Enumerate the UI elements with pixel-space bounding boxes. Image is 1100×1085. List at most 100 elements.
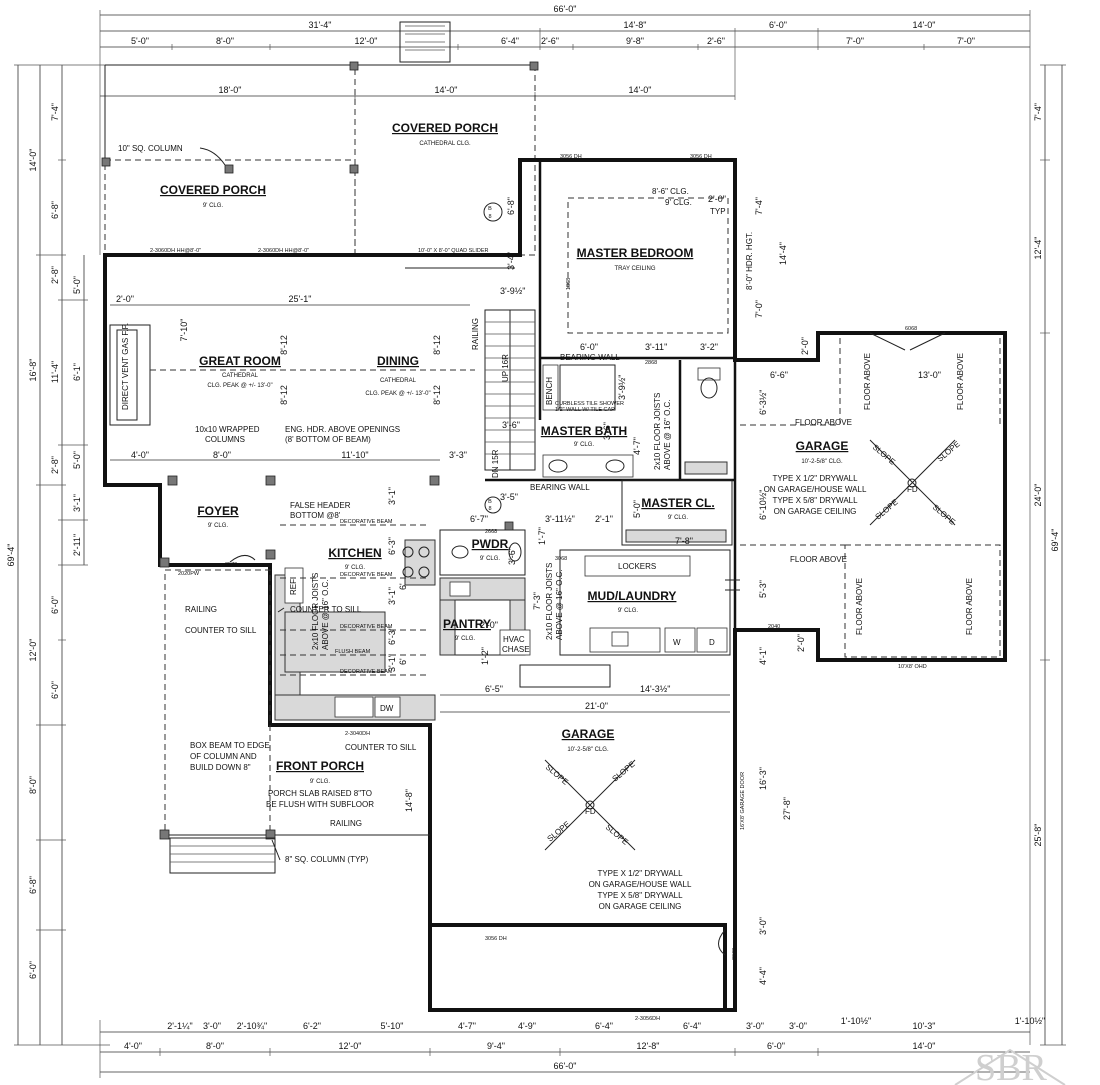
floor-joists-mud-2: ABOVE @ 16" O.C. (555, 569, 564, 640)
door-3570: 3570 (225, 562, 237, 568)
dim-bottom-c11: 3'-0" (789, 1021, 807, 1031)
drywall-right-1: TYPE X 1/2" DRYWALL (772, 474, 858, 483)
dim-i59: 1'-2" (480, 647, 490, 665)
dim-left-n3: 5'-0" (72, 451, 82, 469)
svg-text:8: 8 (488, 214, 491, 220)
window-2-3060-b: 2-3060DH HH@8'-0" (258, 248, 309, 254)
dim-left-n2: 6'-1" (72, 363, 82, 381)
garage-front-ceiling: 10'-2-5/8" CLG. (567, 747, 609, 753)
dim-left-m2: 6'-8" (50, 201, 60, 219)
dim-i18: 8'-12 (279, 335, 289, 355)
dim-i3: 7'-10" (179, 319, 189, 342)
pantry-ceiling: 9' CLG. (455, 636, 475, 642)
dim-i26: 3'-5" (500, 492, 518, 502)
dim-top-p1: 18'-0" (219, 85, 242, 95)
dim-bottom-c9: 6'-4" (683, 1021, 701, 1031)
dim-left-l5: 6'-8" (28, 876, 38, 894)
slope-r1: SLOPE (871, 443, 897, 467)
dim-top-s4: 6'-4" (501, 36, 519, 46)
garage-door-16: 16'X8' GARAGE DOOR (740, 772, 746, 830)
dim-left-m4: 11'-4" (50, 361, 60, 383)
front-porch-ceiling: 9' CLG. (310, 779, 330, 785)
dim-left-n4: 3'-1" (72, 494, 82, 512)
great-room-dining: DIRECT VENT GAS F.P. GREAT ROOM CATHEDRA… (109, 248, 515, 486)
door-2668: 2668 (485, 529, 497, 535)
eng-hdr-2: (8' BOTTOM OF BEAM) (285, 435, 371, 444)
dim-i16: 14'-4" (778, 242, 788, 265)
dim-i41: 6'-5" (485, 684, 503, 694)
dim-i11: 6'-0" (580, 342, 598, 352)
master-closet: MASTER CL. 9' CLG. 7'-8" 5'-0" 2'-1" 3'-… (545, 461, 733, 546)
pantry-title: PANTRY (443, 617, 491, 631)
shower-note-2: 1/2" WALL W/ TILE CAP (555, 407, 615, 413)
window-2040: 2040 (768, 624, 780, 630)
dim-bottom-b5: 12'-8" (637, 1041, 660, 1051)
dim-top-s1: 5'-0" (131, 36, 149, 46)
dim-left-overall: 69'-4" (6, 544, 16, 567)
dim-bottom-c1: 2'-1¼" (167, 1021, 192, 1031)
box-beam-1: BOX BEAM TO EDGE (190, 741, 270, 750)
dim-left-l6: 6'-0" (28, 961, 38, 979)
drywall-right-2: ON GARAGE/HOUSE WALL (764, 485, 867, 494)
counter-to-sill-2: COUNTER TO SILL (345, 743, 417, 752)
drywall-right-4: ON GARAGE CEILING (774, 507, 857, 516)
railing-side: RAILING (185, 605, 217, 614)
dim-right-overall: 69'-4" (1050, 529, 1060, 552)
dim-bottom-c12: 1'-10½" (841, 1016, 871, 1026)
floor-joists-bath-1: 2x10 FLOOR JOISTS (653, 393, 662, 470)
dining-title: DINING (377, 354, 419, 368)
slope-f2: SLOPE (611, 759, 637, 783)
dim-bottom-c10: 3'-0" (746, 1021, 764, 1031)
chase-label: CHASE (502, 645, 530, 654)
dim-i43: 21'-0" (585, 701, 608, 711)
dryer-label: D (709, 638, 715, 647)
dim-i48: 14'-8" (404, 789, 414, 812)
dim-bottom-overall: 66'-0" (554, 1061, 577, 1071)
dim-top-t1: 31'-4" (309, 20, 332, 30)
bottom-dimensions: 4'-0" 8'-0" 12'-0" 9'-4" 12'-8" 6'-0" 14… (99, 1016, 1045, 1078)
dim-i1: 25'-1" (289, 294, 312, 304)
dim-top-t2: 14'-8" (624, 20, 647, 30)
wrapped-columns-1: 10x10 WRAPPED (195, 425, 260, 434)
dim-i24: 3'-6" (602, 422, 612, 440)
garage-right-title: GARAGE (796, 439, 849, 453)
front-porch-title: FRONT PORCH (276, 759, 364, 773)
master-bedroom: MASTER BEDROOM TRAY CEILING 8'-6" CLG. 9… (483, 154, 754, 334)
dim-bottom-c13: 10'-3" (913, 1021, 936, 1031)
master-cl-ceiling: 9' CLG. (668, 515, 688, 521)
window-3056-front: 3056 DH (485, 936, 507, 942)
dw-label: DW (380, 704, 394, 713)
dim-bottom-c14: 1'-10½" (1015, 1016, 1045, 1026)
ref-label: REF (289, 579, 298, 595)
dim-bottom-c5: 5'-10" (381, 1021, 404, 1031)
bearing-wall-1: BEARING WALL (560, 353, 620, 362)
floor-above-1: FLOOR ABOVE (795, 418, 852, 427)
dim-bottom-b6: 6'-0" (767, 1041, 785, 1051)
floor-joists-mud-1: 2x10 FLOOR JOISTS (545, 563, 554, 640)
dim-left-l2: 16'-8" (28, 359, 38, 382)
bench-label: BENCH (545, 377, 554, 405)
dim-i4: 4'-0" (131, 450, 149, 460)
dim-left-m1: 7'-4" (50, 103, 60, 121)
dim-i36: 6'-3½" (758, 390, 768, 415)
dim-top-s5: 2'-6" (541, 36, 559, 46)
dim-left-m6: 6'-0" (50, 596, 60, 614)
dim-top-s3: 12'-0" (355, 36, 378, 46)
shower-note-1: CURBLESS TILE SHOWER (555, 401, 624, 407)
dim-bottom-c7: 4'-9" (518, 1021, 536, 1031)
dim-top-t3: 6'-0" (769, 20, 787, 30)
dim-left-n5: 2'-11" (72, 534, 82, 556)
slope-r3: SLOPE (874, 497, 900, 521)
kitchen-title: KITCHEN (328, 546, 381, 560)
wrapped-columns-2: COLUMNS (205, 435, 245, 444)
front-porch: FRONT PORCH 9' CLG. PORCH SLAB RAISED 8"… (159, 569, 430, 874)
floor-joists-kitchen-2: ABOVE @ 16" O.C. (321, 579, 330, 650)
dim-i44: 16'-3" (758, 767, 768, 790)
up-16r: UP 16R (501, 354, 510, 382)
dim-i40: 4'-1" (758, 647, 768, 665)
svg-text:8: 8 (488, 506, 491, 512)
watermark: SBR (954, 1047, 1066, 1085)
window-3056-a: 3056 DH (560, 154, 582, 160)
dim-i2: 2'-0" (116, 294, 134, 304)
kitchen: REF DW KITCHEN 9' CLG. DECORATIVE BEAM D… (274, 487, 436, 752)
